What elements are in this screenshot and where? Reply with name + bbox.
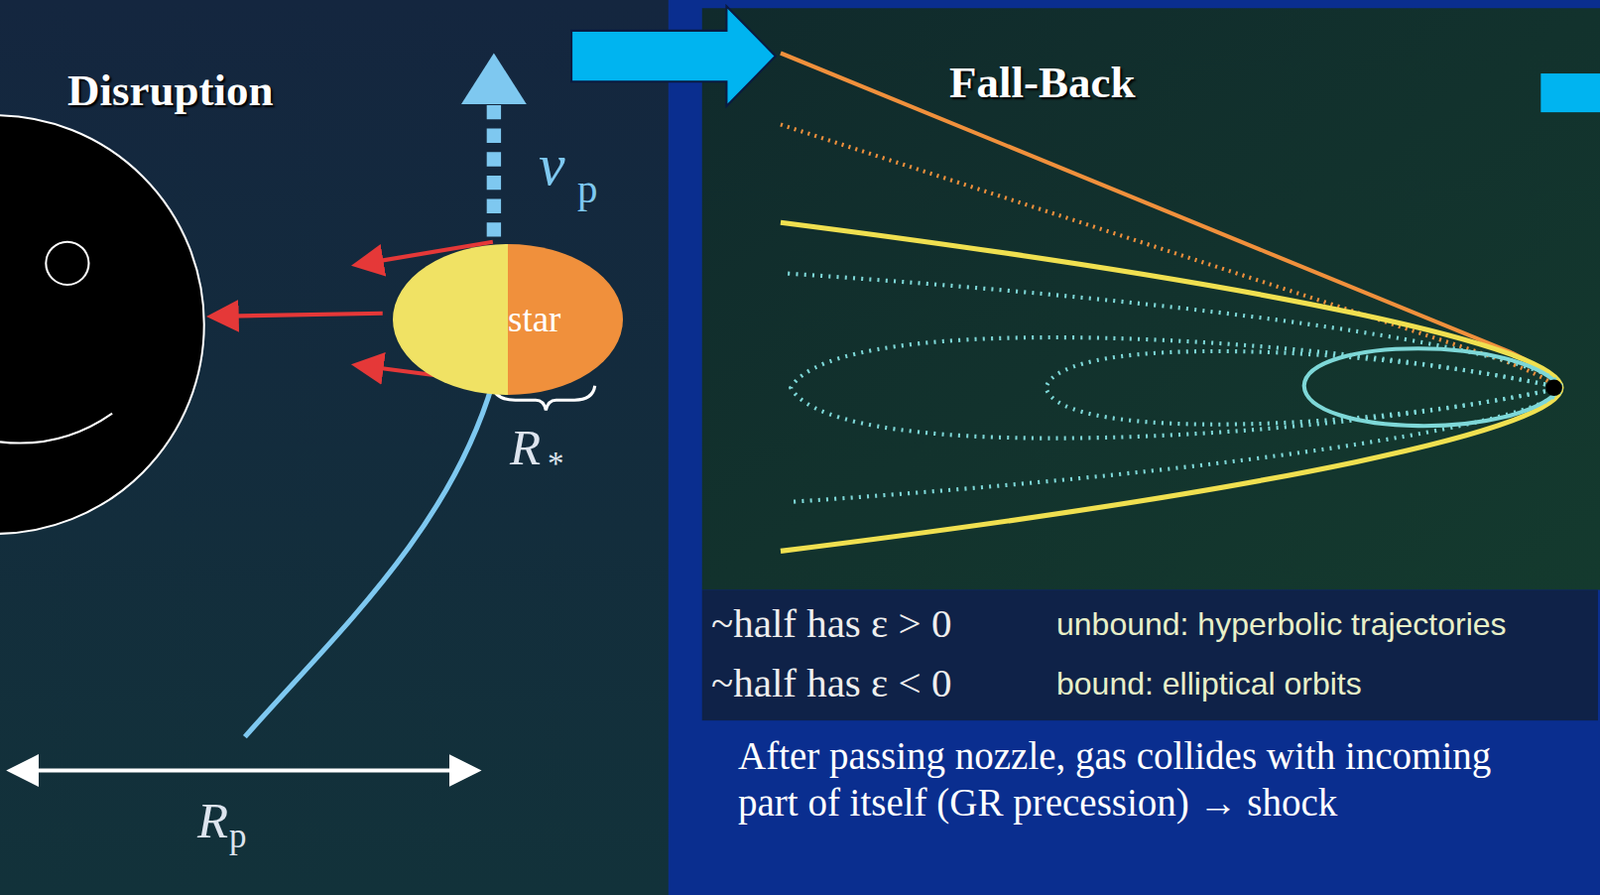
tidal-arrow — [214, 313, 383, 317]
arrow-head — [461, 52, 527, 104]
orbit-curve — [245, 382, 493, 738]
panel-heading: Disruption — [67, 65, 274, 118]
subscript: * — [547, 445, 565, 484]
right-panel — [702, 7, 1600, 590]
flow-arrow — [1540, 73, 1600, 113]
smile — [0, 413, 113, 444]
text-band — [702, 589, 1599, 721]
trajectory — [787, 273, 1562, 502]
note: bound: elliptical orbits — [1056, 665, 1362, 703]
symbol: R — [509, 418, 541, 478]
velocity-arrow — [487, 102, 501, 238]
flow-arrow — [571, 5, 776, 107]
trajectory — [780, 52, 1561, 392]
orbit — [1304, 348, 1562, 426]
note: ~half has ε > 0 — [711, 600, 952, 647]
symbol: v — [538, 130, 566, 200]
dimension-arrow — [13, 767, 474, 772]
star-half — [392, 244, 508, 395]
note: unbound: hyperbolic trajectories — [1056, 606, 1507, 643]
panel-heading: Fall-Back — [949, 57, 1136, 110]
caption-text: After passing nozzle, gas collides with … — [738, 733, 1502, 827]
node-label: star — [507, 298, 561, 342]
star-half — [507, 244, 623, 395]
black-hole — [0, 115, 205, 534]
trajectory — [780, 222, 1562, 551]
subscript: p — [229, 816, 247, 857]
orbit — [790, 337, 1562, 439]
symbol: R — [197, 791, 229, 851]
subscript: p — [577, 165, 599, 213]
note: ~half has ε < 0 — [711, 659, 952, 707]
black-hole-dot — [1545, 379, 1562, 396]
star-shape: star — [392, 244, 623, 395]
eye — [45, 242, 89, 285]
